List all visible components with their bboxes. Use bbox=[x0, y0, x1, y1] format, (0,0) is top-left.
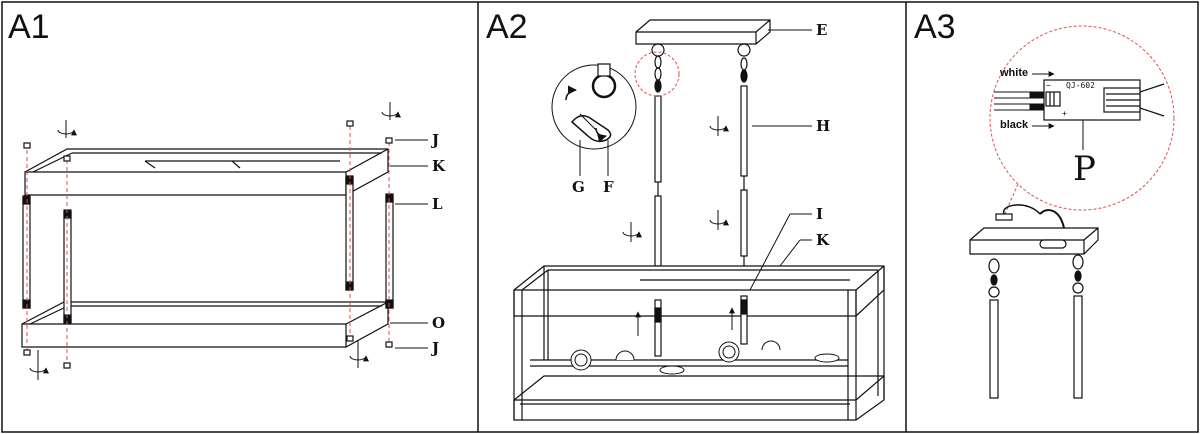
a1-label-k: K bbox=[432, 157, 446, 175]
panel-title-a2: A2 bbox=[486, 8, 528, 46]
a3-wires bbox=[994, 71, 1084, 150]
a2-sockets bbox=[570, 340, 840, 375]
a2-label-f: F bbox=[603, 178, 614, 196]
a1-label-j-bottom: J bbox=[432, 339, 440, 357]
a1-label-j-top: J bbox=[432, 131, 440, 149]
a3-minus-sign: − bbox=[1046, 81, 1051, 90]
panel-title-a3: A3 bbox=[914, 8, 956, 46]
rotate-icon bbox=[709, 210, 729, 230]
rotate-icon bbox=[381, 102, 401, 120]
a2-posts bbox=[654, 295, 748, 357]
a3-connector-code: QJ-602 bbox=[1066, 81, 1095, 90]
a3-wire-white-label: white bbox=[1000, 67, 1029, 79]
rotate-icon bbox=[29, 350, 49, 380]
a3-hangers bbox=[988, 254, 1084, 399]
a1-leaders bbox=[390, 139, 428, 349]
panel-title-a1: A1 bbox=[8, 8, 50, 46]
a2-label-e: E bbox=[816, 21, 828, 39]
a2-hanging-assembly bbox=[513, 19, 885, 421]
a2-hook-detail bbox=[551, 63, 637, 176]
a1-rotate-icons bbox=[29, 102, 401, 380]
rotate-icon bbox=[709, 116, 729, 136]
a2-label-i: I bbox=[816, 205, 824, 223]
a3-canopy bbox=[969, 204, 1099, 255]
a1-bottom-frame bbox=[21, 301, 389, 348]
a3-wiring bbox=[969, 25, 1175, 399]
a1-label-o: O bbox=[432, 314, 446, 332]
a2-left-hanger bbox=[654, 55, 662, 290]
a3-connector bbox=[1043, 79, 1165, 121]
rotate-icon bbox=[57, 120, 77, 138]
a1-label-l: L bbox=[432, 195, 443, 213]
a2-leaders bbox=[749, 29, 812, 291]
a1-top-frame bbox=[24, 148, 389, 196]
a2-up-arrows bbox=[635, 307, 735, 336]
a3-label-p: P bbox=[1073, 149, 1096, 189]
a1-exploded-frame bbox=[21, 102, 428, 380]
rotate-icon bbox=[349, 340, 369, 368]
rotate-icon bbox=[622, 222, 642, 242]
a3-plus-sign: + bbox=[1062, 109, 1067, 118]
a2-label-g: G bbox=[572, 178, 585, 196]
a2-label-k: K bbox=[816, 231, 830, 249]
a2-label-h: H bbox=[816, 117, 831, 135]
a2-right-hanger bbox=[740, 57, 748, 284]
a2-cage bbox=[513, 265, 885, 421]
a1-guide-lines bbox=[26, 126, 390, 368]
a2-canopy bbox=[635, 19, 771, 57]
a3-wire-black-label: black bbox=[1000, 119, 1029, 131]
a1-screws bbox=[23, 120, 393, 369]
a2-rotate-icons bbox=[622, 116, 729, 242]
